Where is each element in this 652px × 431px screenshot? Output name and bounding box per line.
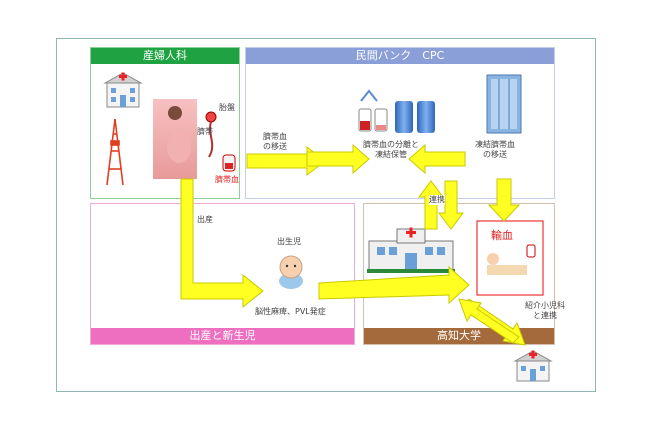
birth-header: 出産と新生児 xyxy=(91,328,354,344)
birth-panel: 出産と新生児 xyxy=(90,203,355,345)
label-cooperation: 連携 xyxy=(429,195,445,205)
label-referral: 紹介小児科 と連携 xyxy=(525,301,565,320)
arrow-cooperation-up xyxy=(418,180,444,230)
hospital-icon xyxy=(513,350,553,382)
office-building-icon xyxy=(486,74,522,134)
arrow-from-referral xyxy=(458,298,520,344)
label-newborn: 出生児 xyxy=(277,237,301,246)
diagram-graphics xyxy=(103,72,553,382)
hospital-icon xyxy=(367,227,455,273)
arrow-to-kochi xyxy=(318,265,470,305)
obgyn-header: 産婦人科 xyxy=(91,48,239,64)
label-placenta: 胎盤 xyxy=(219,103,235,112)
hospital-icon xyxy=(103,72,143,108)
label-delivery: 出産 xyxy=(197,215,213,224)
label-frozen-transfer: 凍結臍帯血 の移送 xyxy=(475,140,515,159)
blood-bag-icon xyxy=(222,154,236,172)
baby-icon xyxy=(279,255,303,289)
private-bank-panel: 民間バンク CPC xyxy=(245,47,555,199)
storage-tank-icon xyxy=(395,101,435,133)
label-cord-blood-transfer: 臍帯血 の移送 xyxy=(263,132,287,151)
pregnant-woman-icon xyxy=(153,99,197,179)
label-umbilical-cord: 臍帯 xyxy=(197,127,213,136)
label-conditions: 脳性麻痺、PVL発症 xyxy=(255,307,326,316)
arrow-delivery xyxy=(180,178,264,309)
arrow-frozen-to-storage xyxy=(408,143,466,175)
arrow-cooperation-down xyxy=(438,180,464,230)
diagram-frame: 産婦人科 民間バンク CPC 出産と新生児 高知大学 xyxy=(56,38,596,392)
label-transfusion: 輸血 xyxy=(491,229,513,242)
arrow-to-separation xyxy=(306,143,370,175)
tokyo-tower-icon xyxy=(106,118,124,186)
private-bank-header: 民間バンク CPC xyxy=(246,48,554,64)
centrifuge-icon xyxy=(358,89,388,132)
label-cord-blood: 臍帯血 xyxy=(215,175,239,184)
patient-bed-icon xyxy=(476,220,544,296)
label-separation-storage: 臍帯血の分離と 凍結保管 xyxy=(363,140,419,159)
obgyn-panel: 産婦人科 xyxy=(90,47,240,199)
cord-illustration xyxy=(205,111,217,158)
arrow-frozen-down xyxy=(487,178,521,222)
